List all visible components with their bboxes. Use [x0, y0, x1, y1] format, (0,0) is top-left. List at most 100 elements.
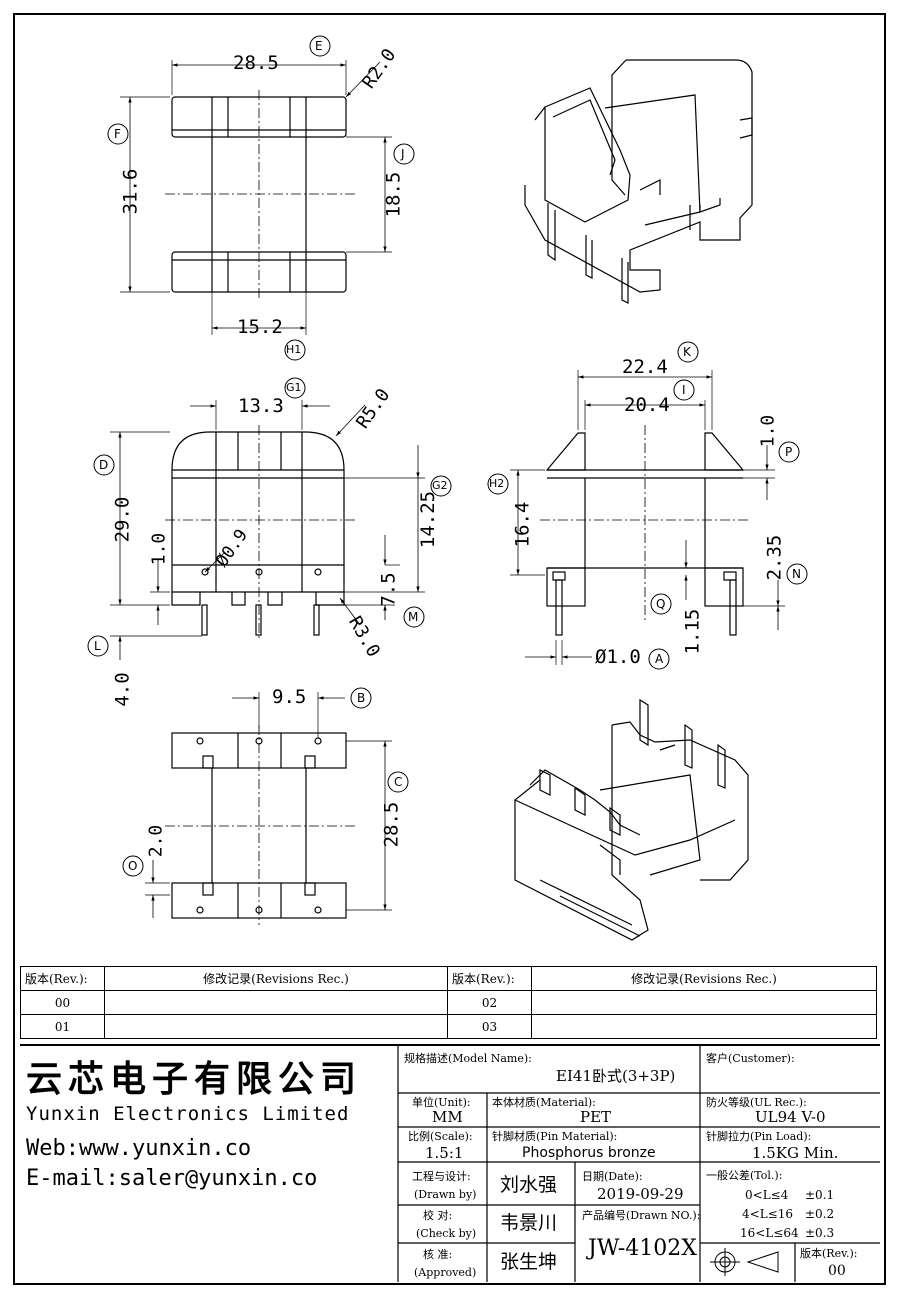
rev-cell: 02: [447, 990, 532, 1015]
ul-value: UL94 V-0: [755, 1108, 826, 1126]
pin-material-label: 针脚材质(Pin Material):: [492, 1130, 618, 1143]
rec-cell: [531, 1014, 877, 1039]
tag-g2: G2: [432, 479, 448, 492]
side-view: [510, 370, 785, 665]
revisions-header-row: 版本(Rev.): 修改记录(Revisions Rec.) 版本(Rev.):…: [20, 966, 877, 991]
pin-material-value: Phosphorus bronze: [522, 1145, 656, 1161]
dim-bottom-gap: 2.0: [145, 824, 167, 858]
projection-symbol: [710, 1248, 779, 1276]
rev-header-right: 版本(Rev.):: [447, 966, 532, 991]
tag-c: C: [394, 775, 403, 789]
unit-value: MM: [432, 1108, 463, 1126]
revision-row: 00 02: [20, 990, 877, 1015]
drawn-no-value: JW-4102X: [588, 1236, 697, 1261]
tag-n: N: [792, 567, 801, 581]
tag-h2: H2: [489, 477, 505, 490]
revision-row: 01 03: [20, 1014, 877, 1039]
dim-bottom-pitch: 9.5: [272, 686, 307, 708]
dim-top-width: 28.5: [233, 52, 279, 74]
scale-label: 比例(Scale):: [408, 1130, 473, 1143]
iso-view-top: [524, 59, 753, 304]
dim-front-width: 13.3: [238, 395, 284, 417]
date-label: 日期(Date):: [582, 1170, 643, 1183]
unit-label: 单位(Unit):: [412, 1096, 471, 1109]
check-label-en: (Check by): [416, 1227, 477, 1240]
dim-front-gap: 1.0: [148, 532, 170, 566]
dim-side-outer: 22.4: [622, 356, 668, 378]
dim-side-inner: 20.4: [624, 394, 670, 416]
rec-cell: [104, 1014, 448, 1039]
dim-top-pin-span: 15.2: [237, 316, 283, 338]
rec-header-left: 修改记录(Revisions Rec.): [104, 966, 448, 991]
tol-value-2: ±0.2: [805, 1207, 835, 1221]
dim-front-base: 7.5: [377, 572, 400, 607]
tag-h1: H1: [286, 343, 302, 356]
dim-side-pin-offset: 2.35: [763, 534, 786, 581]
tol-range-1: 0<L≤4: [745, 1188, 789, 1202]
dim-side-top: 1.0: [757, 414, 779, 448]
rec-cell: [104, 990, 448, 1015]
top-view: [120, 60, 392, 335]
dim-top-window: 18.5: [382, 171, 405, 218]
date-value: 2019-09-29: [597, 1185, 684, 1203]
tag-l: L: [94, 639, 101, 653]
approved-value: 张生坤: [500, 1251, 558, 1273]
iso-view-bottom: [514, 698, 749, 941]
company-web: Web:www.yunxin.co: [26, 1136, 252, 1161]
material-value: PET: [580, 1108, 612, 1126]
dim-side-pin-dia: Ø1.0: [595, 646, 641, 668]
rev-value: 00: [828, 1263, 846, 1279]
approved-label-cn: 核 准:: [423, 1248, 453, 1261]
rev-label: 版本(Rev.):: [800, 1247, 858, 1260]
tag-e: E: [315, 39, 323, 53]
rev-cell: 01: [20, 1014, 105, 1039]
drawn-label-cn: 工程与设计:: [412, 1170, 471, 1183]
scale-value: 1.5:1: [425, 1144, 464, 1162]
tag-b: B: [357, 691, 366, 705]
tag-m: M: [408, 610, 419, 624]
company-name-en: Yunxin Electronics Limited: [26, 1103, 350, 1125]
dim-front-pin-len: 4.0: [111, 672, 134, 707]
dim-side-height: 16.4: [511, 501, 534, 548]
check-value: 韦景川: [500, 1212, 558, 1234]
material-label: 本体材质(Material):: [492, 1096, 596, 1109]
company-email: E-mail:saler@yunxin.co: [26, 1166, 318, 1191]
dim-side-base: 1.15: [681, 608, 704, 655]
rev-cell: 03: [447, 1014, 532, 1039]
dim-front-height: 29.0: [111, 496, 134, 543]
customer-label: 客户(Customer):: [706, 1052, 795, 1065]
tag-o: O: [128, 859, 138, 873]
tol-value-3: ±0.3: [805, 1226, 835, 1240]
check-label-cn: 校 对:: [423, 1209, 453, 1222]
tag-i: I: [682, 383, 686, 397]
tag-a: A: [655, 652, 664, 666]
model-label: 规格描述(Model Name):: [404, 1052, 532, 1065]
tag-j: J: [401, 147, 405, 161]
tag-k: K: [683, 345, 691, 359]
pin-load-value: 1.5KG Min.: [752, 1144, 839, 1162]
ul-label: 防火等级(UL Rec.):: [706, 1096, 807, 1109]
tag-p: P: [785, 445, 793, 459]
drawn-value: 刘水强: [500, 1174, 558, 1196]
tol-range-3: 16<L≤64: [740, 1226, 799, 1240]
revisions-table: 版本(Rev.): 修改记录(Revisions Rec.) 版本(Rev.):…: [20, 966, 877, 1039]
tag-f: F: [114, 127, 121, 141]
tol-label: 一般公差(Tol.):: [706, 1169, 783, 1182]
pin-load-label: 针脚拉力(Pin Load):: [706, 1130, 812, 1143]
bottom-view: [145, 692, 392, 925]
tag-d: D: [99, 458, 109, 472]
front-view: [110, 400, 425, 660]
rev-header-left: 版本(Rev.):: [20, 966, 105, 991]
dim-top-height: 31.6: [119, 168, 142, 215]
tol-range-2: 4<L≤16: [742, 1207, 793, 1221]
company-name-cn: 云芯电子有限公司: [26, 1059, 363, 1100]
tol-value-1: ±0.1: [805, 1188, 835, 1202]
dim-front-half: 14.25: [417, 490, 440, 549]
drawn-label-en: (Drawn by): [414, 1188, 477, 1201]
dim-bottom-len: 28.5: [380, 801, 403, 848]
rec-header-right: 修改记录(Revisions Rec.): [531, 966, 877, 991]
tag-q: Q: [656, 597, 666, 611]
rev-cell: 00: [20, 990, 105, 1015]
approved-label-en: (Approved): [414, 1266, 477, 1279]
